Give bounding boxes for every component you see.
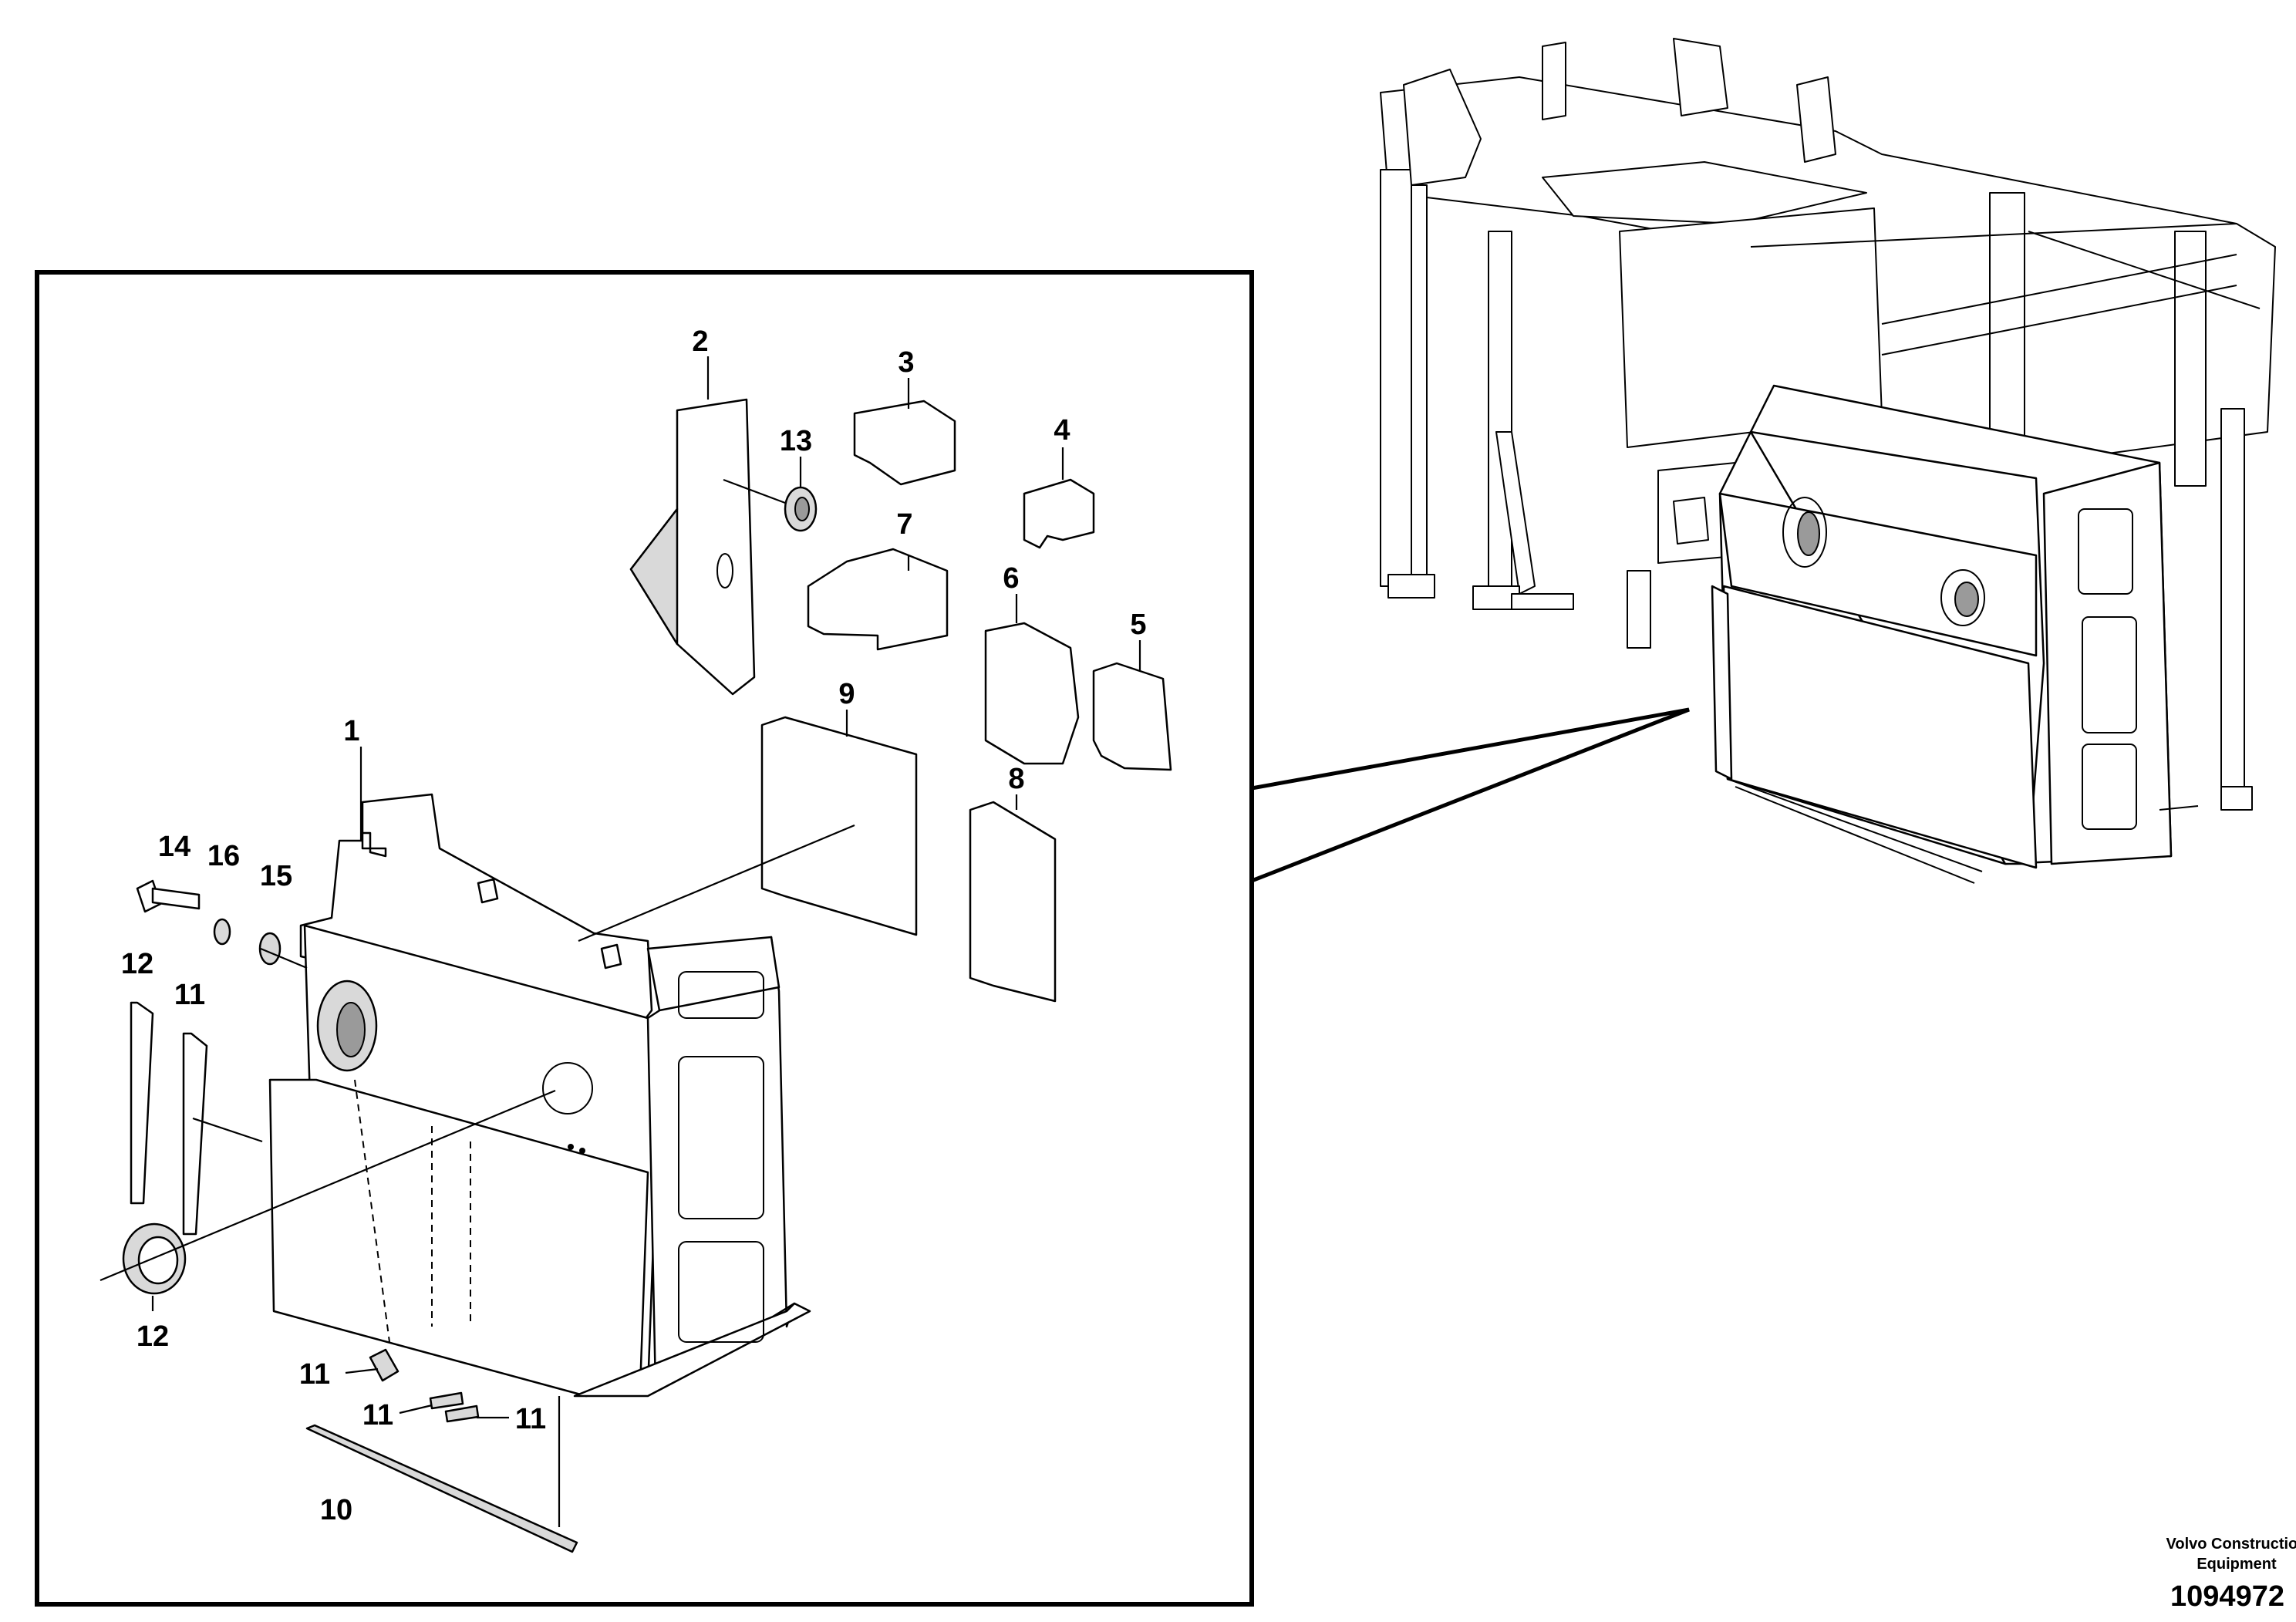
exploded-parts — [99, 398, 1172, 1553]
callout-10: 10 — [320, 1494, 352, 1526]
footer: Volvo Construction Equipment 1094972 — [2166, 1536, 2296, 1613]
callout-labels: 1 2 3 13 4 7 6 5 9 8 14 16 15 12 11 12 1… — [121, 325, 1147, 1526]
part-3-pad — [853, 400, 956, 486]
callout-15: 15 — [260, 860, 292, 892]
part-5-block — [1092, 662, 1172, 771]
part-10-seal-strip — [305, 1424, 578, 1553]
part-7-pad — [807, 548, 949, 651]
brand-line-1: Volvo Construction — [2166, 1536, 2296, 1553]
callout-8: 8 — [1008, 763, 1024, 795]
part-4-pad — [1023, 478, 1095, 549]
callout-3: 3 — [898, 346, 914, 379]
frame-overview — [1380, 38, 2276, 884]
part-13-grommet — [784, 486, 818, 532]
callout-14: 14 — [158, 831, 190, 863]
part-2-panel — [629, 398, 756, 696]
part-12-rod — [130, 1001, 154, 1205]
exploded-view-frame — [35, 270, 1254, 1607]
callout-4: 4 — [1054, 414, 1070, 447]
zoom-leader — [1251, 707, 1690, 883]
part-11-clip — [429, 1391, 464, 1410]
callout-1: 1 — [343, 715, 359, 747]
callout-2: 2 — [692, 325, 708, 358]
part-16-washer — [213, 918, 231, 946]
callout-16: 16 — [207, 840, 240, 872]
callout-6: 6 — [1003, 562, 1019, 595]
part-14-bolt — [136, 879, 201, 913]
part-9-insulation — [760, 716, 918, 936]
part-11-clip — [369, 1348, 400, 1382]
document-number: 1094972 — [2170, 1580, 2284, 1613]
callout-leaders — [151, 356, 1141, 1419]
part-8-insulation — [969, 801, 1057, 1003]
callout-12-ring: 12 — [137, 1320, 169, 1353]
part-11-clip — [444, 1404, 480, 1423]
part-6-block — [984, 622, 1080, 765]
callout-5: 5 — [1130, 609, 1146, 641]
part-1-cover-housing — [268, 793, 811, 1398]
callout-7: 7 — [896, 508, 912, 541]
callout-11-clip-a: 11 — [299, 1358, 330, 1391]
callout-11-clip-c: 11 — [515, 1403, 546, 1435]
part-15-washer — [258, 932, 282, 966]
callout-9: 9 — [838, 678, 855, 710]
part-11-rod — [182, 1032, 208, 1236]
callout-11-clip-b: 11 — [362, 1399, 393, 1431]
callout-13: 13 — [780, 425, 812, 457]
callout-11-rod: 11 — [174, 979, 205, 1011]
callout-12-rod: 12 — [121, 948, 153, 980]
brand-line-2: Equipment — [2197, 1556, 2277, 1573]
